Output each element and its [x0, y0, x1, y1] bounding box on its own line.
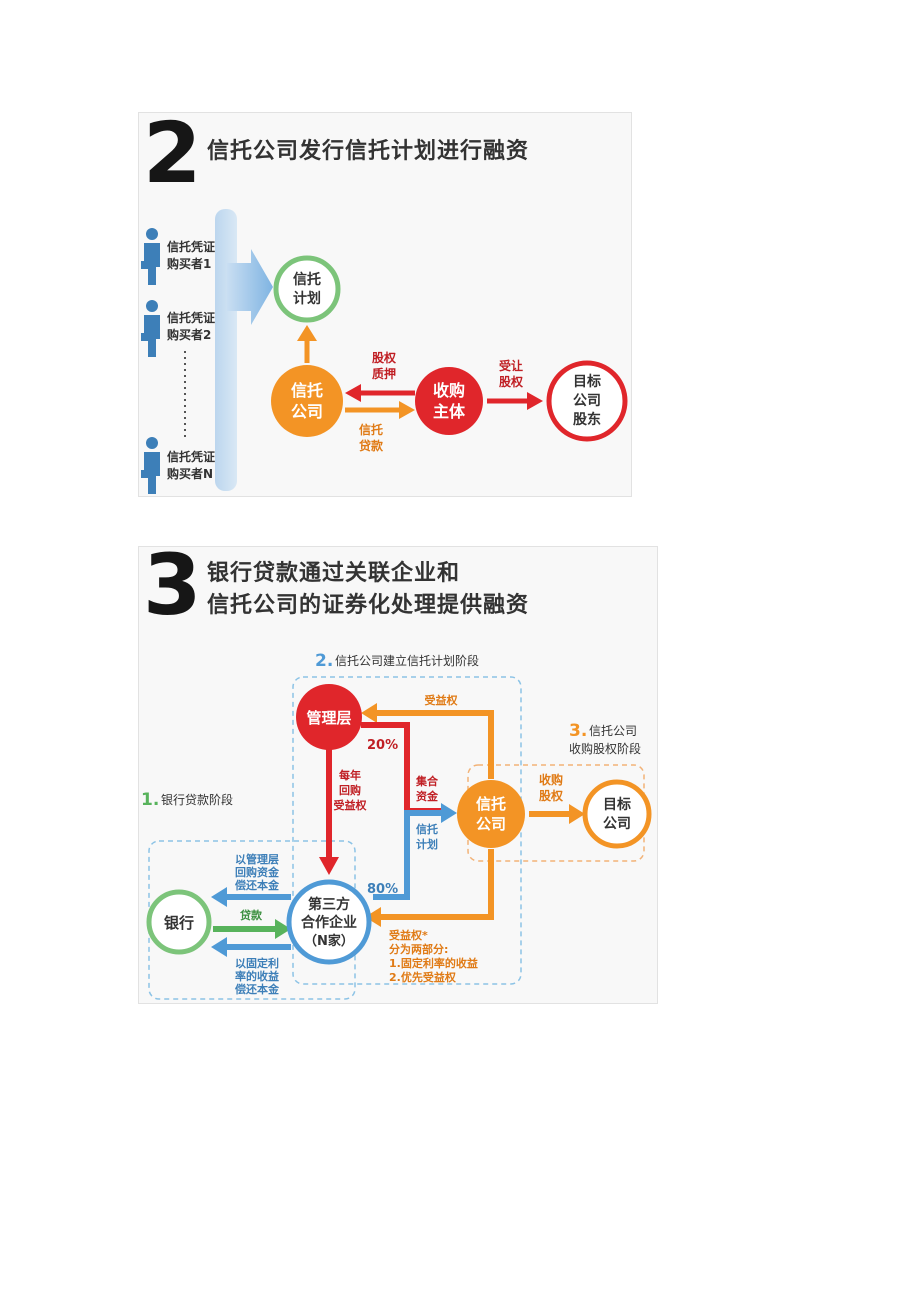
third-party-label: 合作企业: [301, 914, 357, 931]
bottom-benefit-label: 受益权*: [389, 928, 428, 942]
target-company-node: [582, 779, 652, 849]
person-icon: [141, 437, 160, 494]
bottom-benefit-label: 分为两部分:: [389, 942, 448, 956]
acquirer-node: [415, 367, 483, 435]
loan-arrow-head: [275, 919, 291, 939]
target-shareholder-label: 股东: [573, 411, 601, 428]
repay1-label: 以管理层: [235, 852, 279, 866]
loan-label: 信托: [359, 422, 383, 437]
pledge-label: 质押: [372, 366, 396, 381]
panel-trust-plan-financing: 2 信托公司发行信托计划进行融资: [138, 112, 632, 497]
panel2-diagram: 信托凭证 购买者1 信托凭证 购买者2 信托凭证 购买者N 信托 计划 信托 公…: [141, 209, 628, 494]
management-label: 管理层: [306, 709, 351, 727]
loan-arrow-head: [399, 401, 415, 419]
trust-to-plan-arrow-head: [297, 325, 317, 341]
third-party-node: [286, 879, 372, 965]
stage2-region: [292, 676, 522, 985]
pct80-label: 80%: [367, 882, 398, 897]
third-party-label: 第三方: [308, 896, 350, 913]
buyern-label: 信托凭证: [167, 449, 215, 464]
target-company-label: 公司: [603, 816, 631, 832]
pool-label: 集合: [415, 774, 439, 788]
person-icon: [141, 228, 160, 285]
panel3-diagram: 2. 信托公司建立信托计划阶段 1. 银行贷款阶段 3. 信托公司 收购股权阶段…: [141, 651, 652, 1000]
benefit-to-third-arrow-head: [365, 907, 381, 927]
repay1-arrow-head: [211, 887, 227, 907]
repay2-label: 以固定利: [235, 956, 279, 970]
trust-company-node: [271, 365, 343, 437]
buyer2-label: 购买者2: [167, 327, 211, 342]
acquirer-label: 收购: [433, 381, 465, 400]
stage2-number: 2.: [315, 651, 333, 671]
pct20-label: 20%: [367, 738, 398, 753]
repay1-label: 回购资金: [235, 865, 280, 879]
panel2-number: 2: [143, 112, 202, 202]
stage1-number: 1.: [141, 790, 159, 810]
buyers-band: [215, 209, 237, 491]
bottom-benefit-label: 2.优先受益权: [389, 970, 457, 984]
acquire-equity-label: 收购: [539, 772, 563, 787]
target-company-label: 目标: [603, 796, 631, 813]
trust-company-label: 信托: [476, 795, 506, 813]
acquire-equity-label: 股权: [539, 788, 564, 803]
benefit-to-mgmt-arrow-head: [361, 703, 377, 723]
buyers-to-plan-arrow: [227, 249, 273, 325]
yearly-buyback-arrow-head: [319, 857, 339, 875]
person-icon: [141, 300, 160, 357]
plan-label: 信托: [416, 822, 438, 836]
stage2-label: 信托公司建立信托计划阶段: [335, 653, 479, 668]
repay2-arrow-head: [211, 937, 227, 957]
acquire-equity-arrow-head: [569, 804, 585, 824]
transfer-label: 股权: [499, 374, 524, 389]
trust-company-node: [457, 780, 525, 848]
third-party-label: （N家）: [304, 933, 354, 949]
bottom-benefit-label: 1.固定利率的收益: [389, 956, 478, 970]
plan-label: 计划: [416, 837, 438, 851]
repay2-label: 偿还本金: [235, 982, 280, 996]
target-shareholder-label: 公司: [573, 393, 601, 409]
stage1-label: 银行贷款阶段: [161, 792, 233, 807]
benefit-to-third-arrow: [379, 849, 494, 920]
panel3-number: 3: [143, 546, 202, 634]
benefit-to-mgmt-arrow: [375, 710, 494, 779]
trust-plan-label: 信托: [293, 271, 321, 288]
management-node: [296, 684, 362, 750]
stage3-label: 信托公司: [589, 724, 637, 738]
target-shareholder-node: [546, 360, 628, 442]
pool-label: 资金: [416, 789, 439, 803]
pledge-arrow-head: [345, 384, 361, 402]
bank-label: 银行: [164, 914, 194, 932]
yearly-label: 回购: [339, 783, 361, 797]
bank-node: [146, 889, 212, 955]
repay1-label: 偿还本金: [235, 878, 280, 892]
panel3-title-line2: 信托公司的证券化处理提供融资: [207, 593, 530, 618]
panel3-title-line1: 银行贷款通过关联企业和: [207, 561, 461, 586]
transfer-label: 受让: [499, 358, 523, 373]
trust-company-label: 信托: [291, 381, 323, 400]
third-to-trust-arrow-head: [441, 803, 457, 823]
repay2-label: 率的收益: [235, 969, 279, 983]
loan-label: 贷款: [240, 908, 263, 922]
transfer-arrow-head: [527, 392, 543, 410]
loan-label: 贷款: [359, 438, 384, 453]
panel-bank-loan-securitization: 3 银行贷款通过关联企业和 信托公司的证券化处理提供融资 2. 信托公司建立信托…: [138, 546, 658, 1004]
third-to-trust-arrow: [373, 810, 443, 900]
trust-company-label: 公司: [476, 815, 506, 833]
stage3-label: 收购股权阶段: [569, 741, 641, 756]
yearly-label: 受益权: [334, 798, 368, 812]
buyer1-label: 购买者1: [167, 256, 211, 271]
trust-plan-label: 计划: [293, 290, 321, 307]
panel2-title: 信托公司发行信托计划进行融资: [207, 139, 530, 164]
stage3-number: 3.: [569, 721, 587, 741]
buyer1-label: 信托凭证: [167, 239, 215, 254]
trust-company-label: 公司: [291, 402, 323, 421]
buyern-label: 购买者N: [167, 466, 213, 481]
acquirer-label: 主体: [433, 402, 466, 421]
pledge-label: 股权: [372, 350, 397, 365]
benefit-top-label: 受益权: [425, 693, 459, 707]
buyer2-label: 信托凭证: [167, 310, 215, 325]
trust-plan-node: [273, 255, 341, 323]
yearly-label: 每年: [339, 768, 361, 782]
target-shareholder-label: 目标: [573, 373, 601, 390]
